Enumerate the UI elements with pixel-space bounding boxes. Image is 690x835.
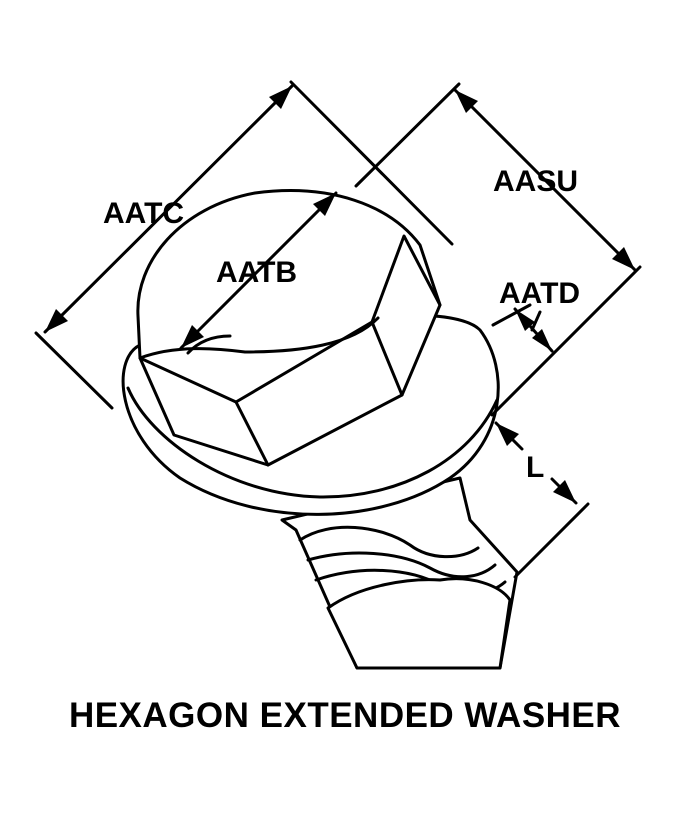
drawing-title: HEXAGON EXTENDED WASHER — [68, 696, 622, 735]
hex-head — [136, 189, 442, 467]
aatd-label: AATD — [499, 277, 580, 310]
aatc-dimension-line — [43, 84, 294, 334]
extension-lines — [34, 80, 642, 579]
aatd-dimension-line — [513, 307, 554, 353]
aatc-label: AATC — [103, 197, 184, 230]
aasu-label: AASU — [493, 165, 578, 198]
aatb-label: AATB — [216, 256, 297, 289]
l-label: L — [526, 451, 544, 484]
threaded-shank — [280, 476, 519, 670]
l-dimension-line — [494, 421, 578, 505]
aasu-dimension-line — [453, 88, 637, 272]
aatb-dimension-line — [179, 191, 338, 350]
